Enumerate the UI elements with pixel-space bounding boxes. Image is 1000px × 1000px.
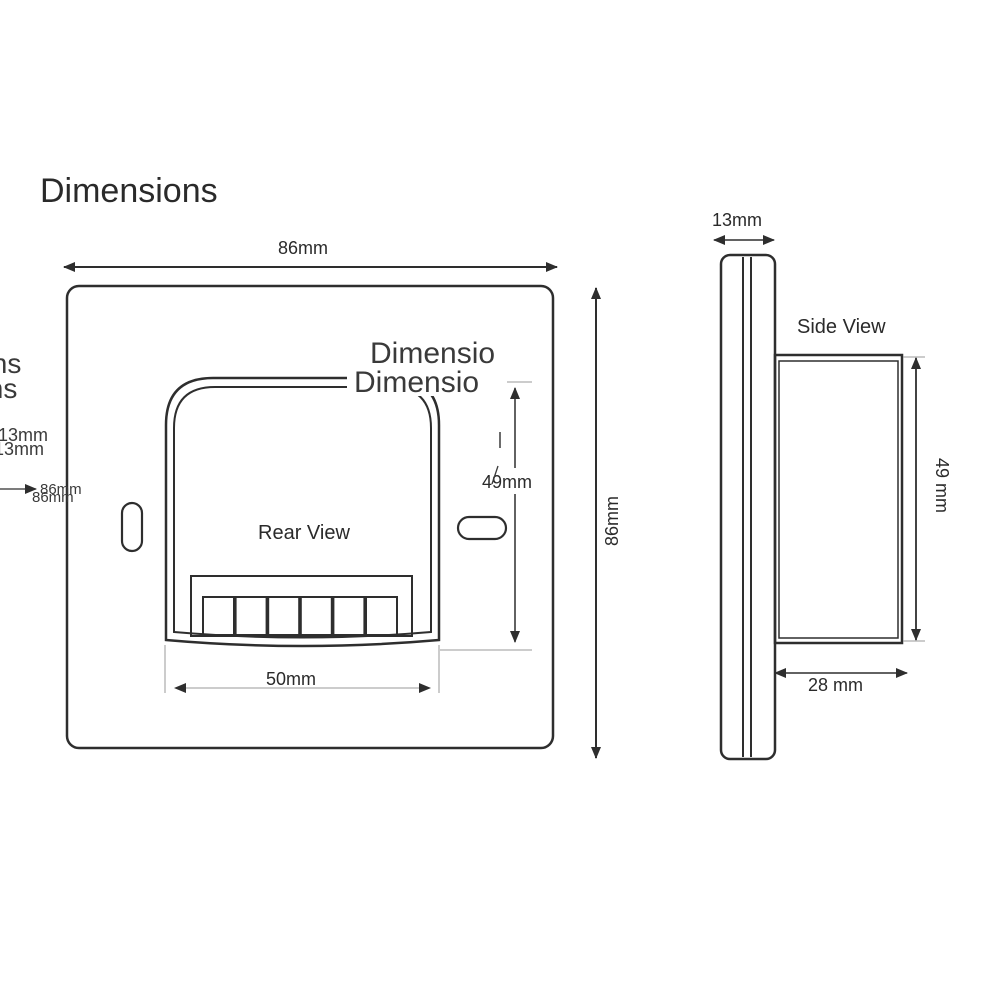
left-ghost-text-1: ions xyxy=(0,348,21,379)
module-height-label: 49mm xyxy=(482,472,532,492)
left-mounting-slot xyxy=(120,501,144,553)
left-ghost-text-5: 86mm xyxy=(40,481,82,498)
center-ghost-artifacts: Dimensio Dimensio xyxy=(347,330,507,485)
terminal-cell xyxy=(299,596,333,636)
terminal-cell xyxy=(332,596,366,636)
side-module-inner xyxy=(778,360,899,639)
side-module-height-label: 49 mm xyxy=(932,458,952,513)
rear-height-label: 86mm xyxy=(602,496,622,546)
side-module-outer xyxy=(773,353,904,645)
rear-view: 86mm 86mm Rear View 49mm 50mm xyxy=(63,238,622,759)
side-plate-outline xyxy=(719,253,777,761)
left-ghost-text-6: 86mm xyxy=(32,489,74,506)
terminal-cell xyxy=(202,596,235,636)
side-view: 13mm Side View 49 mm 28 mm xyxy=(712,210,952,761)
left-ghost-text-3: 13mm xyxy=(0,425,48,445)
rear-plate-outline xyxy=(65,284,555,750)
right-mounting-slot xyxy=(456,515,508,541)
rear-width-label: 86mm xyxy=(278,238,328,258)
terminal-cell xyxy=(267,596,301,636)
terminal-group xyxy=(202,596,398,636)
center-ghost-text-1: Dimensio xyxy=(370,337,495,370)
terminal-cell xyxy=(365,596,398,636)
center-ghost-mask xyxy=(347,330,507,396)
center-ghost-tick-2 xyxy=(491,465,499,485)
left-ghost-text-4: 13mm xyxy=(0,439,44,459)
left-ghost-artifacts: ions ions 13mm 13mm 86mm 86mm xyxy=(0,348,82,506)
terminal-cell xyxy=(234,596,268,636)
center-ghost-text-2: Dimensio xyxy=(354,366,479,399)
side-module-depth-label: 28 mm xyxy=(808,675,863,695)
plate-depth-label: 13mm xyxy=(712,210,762,230)
left-ghost-text-2: ions xyxy=(0,373,17,404)
module-height-label-mask xyxy=(478,468,538,494)
rear-view-label: Rear View xyxy=(258,522,350,544)
page-title: Dimensions xyxy=(40,172,218,210)
side-view-label: Side View xyxy=(797,316,886,338)
rear-module-outer xyxy=(164,376,441,648)
rear-module-inner xyxy=(173,386,432,639)
module-width-label: 50mm xyxy=(266,669,316,689)
